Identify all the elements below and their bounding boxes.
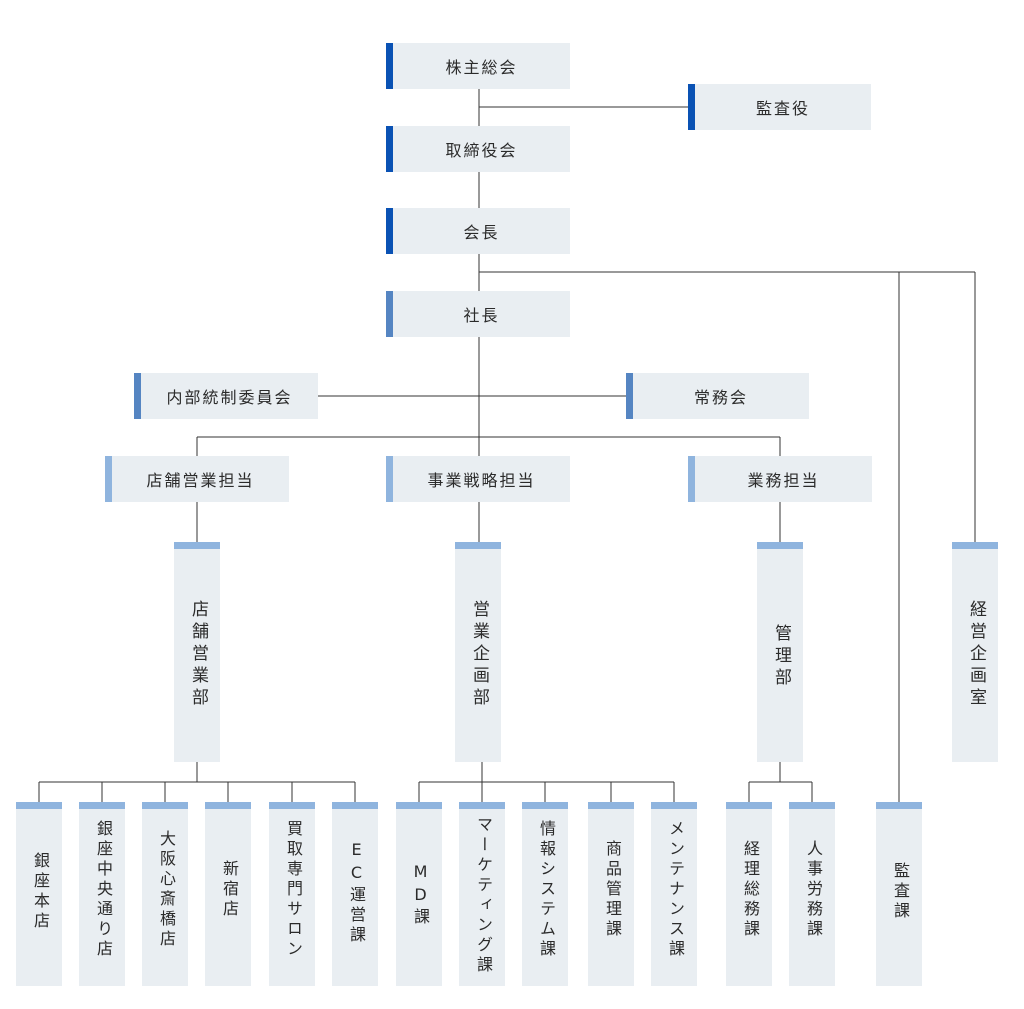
section-box-audit: 監査課 [876, 802, 922, 986]
president-label: 社長 [463, 306, 500, 325]
executive-committee-box: 常務会 [626, 373, 809, 419]
admin-dept-box: 管理部 [757, 542, 803, 762]
section-box-accounting: 経理総務課 [726, 802, 772, 986]
accent-bar [205, 802, 251, 809]
sales-planning-dept-label: 営業企画部 [469, 600, 489, 710]
section-label-accounting: 経理総務課 [741, 840, 760, 940]
auditor-box: 監査役 [688, 84, 871, 130]
accent-bar [459, 802, 505, 809]
accent-bar [789, 802, 835, 809]
section-label-ginza-chuo: 銀座中央通り店 [94, 820, 113, 960]
business-strategy-division-box: 事業戦略担当 [386, 456, 570, 502]
section-box-osaka: 大阪心斎橋店 [142, 802, 188, 986]
accent-bar [386, 456, 393, 502]
internal-control-box: 内部統制委員会 [134, 373, 318, 419]
accent-bar [626, 373, 633, 419]
accent-bar [726, 802, 772, 809]
section-box-product-management: 商品管理課 [588, 802, 634, 986]
store-sales-dept-label: 店舗営業部 [188, 600, 208, 710]
internal-control-label: 内部統制委員会 [166, 388, 293, 407]
accent-bar [134, 373, 141, 419]
accent-bar [651, 802, 697, 809]
accent-bar [688, 84, 695, 130]
section-box-ginza-main: 銀座本店 [16, 802, 62, 986]
section-box-ec: EC運営課 [332, 802, 378, 986]
section-label-md: MD課 [411, 862, 430, 928]
management-planning-office-box: 経営企画室 [952, 542, 998, 762]
management-planning-office-label: 経営企画室 [966, 600, 986, 710]
section-label-osaka: 大阪心斎橋店 [157, 830, 176, 950]
section-label-marketing: マーケティング課 [474, 816, 493, 976]
shareholders-box: 株主総会 [386, 43, 570, 89]
section-label-info-systems: 情報システム課 [537, 820, 556, 960]
accent-bar [174, 542, 220, 549]
accent-bar [386, 208, 393, 254]
accent-bar [396, 802, 442, 809]
president-box: 社長 [386, 291, 570, 337]
accent-bar [588, 802, 634, 809]
section-box-marketing: マーケティング課 [459, 802, 505, 986]
chairman-label: 会長 [463, 223, 500, 242]
section-box-shinjuku: 新宿店 [205, 802, 251, 986]
accent-bar [757, 542, 803, 549]
accent-bar [386, 126, 393, 172]
executive-committee-label: 常務会 [693, 388, 748, 407]
section-box-maintenance: メンテナンス課 [651, 802, 697, 986]
section-label-ec: EC運営課 [347, 840, 366, 946]
shareholders-label: 株主総会 [445, 58, 518, 77]
accent-bar [269, 802, 315, 809]
auditor-label: 監査役 [755, 99, 810, 118]
accent-bar [386, 43, 393, 89]
accent-bar [952, 542, 998, 549]
board-box: 取締役会 [386, 126, 570, 172]
board-label: 取締役会 [445, 141, 518, 160]
store-sales-division-box: 店舗営業担当 [105, 456, 289, 502]
operations-division-box: 業務担当 [688, 456, 872, 502]
section-box-purchase-salon: 買取専門サロン [269, 802, 315, 986]
store-sales-dept-box: 店舗営業部 [174, 542, 220, 762]
section-label-audit: 監査課 [891, 862, 910, 922]
section-box-ginza-chuo: 銀座中央通り店 [79, 802, 125, 986]
section-box-hr: 人事労務課 [789, 802, 835, 986]
accent-bar [876, 802, 922, 809]
chairman-box: 会長 [386, 208, 570, 254]
section-label-maintenance: メンテナンス課 [666, 820, 685, 960]
operations-division-label: 業務担当 [747, 471, 820, 490]
accent-bar [332, 802, 378, 809]
accent-bar [522, 802, 568, 809]
store-sales-division-label: 店舗営業担当 [146, 471, 255, 490]
sales-planning-dept-box: 営業企画部 [455, 542, 501, 762]
section-box-md: MD課 [396, 802, 442, 986]
accent-bar [455, 542, 501, 549]
accent-bar [386, 291, 393, 337]
section-box-info-systems: 情報システム課 [522, 802, 568, 986]
section-label-purchase-salon: 買取専門サロン [284, 820, 303, 960]
accent-bar [79, 802, 125, 809]
accent-bar [142, 802, 188, 809]
section-label-ginza-main: 銀座本店 [31, 852, 50, 932]
admin-dept-label: 管理部 [771, 624, 791, 690]
accent-bar [688, 456, 695, 502]
accent-bar [105, 456, 112, 502]
accent-bar [16, 802, 62, 809]
section-label-hr: 人事労務課 [804, 840, 823, 940]
section-label-shinjuku: 新宿店 [220, 860, 239, 920]
business-strategy-division-label: 事業戦略担当 [427, 471, 536, 490]
section-label-product-management: 商品管理課 [603, 840, 622, 940]
